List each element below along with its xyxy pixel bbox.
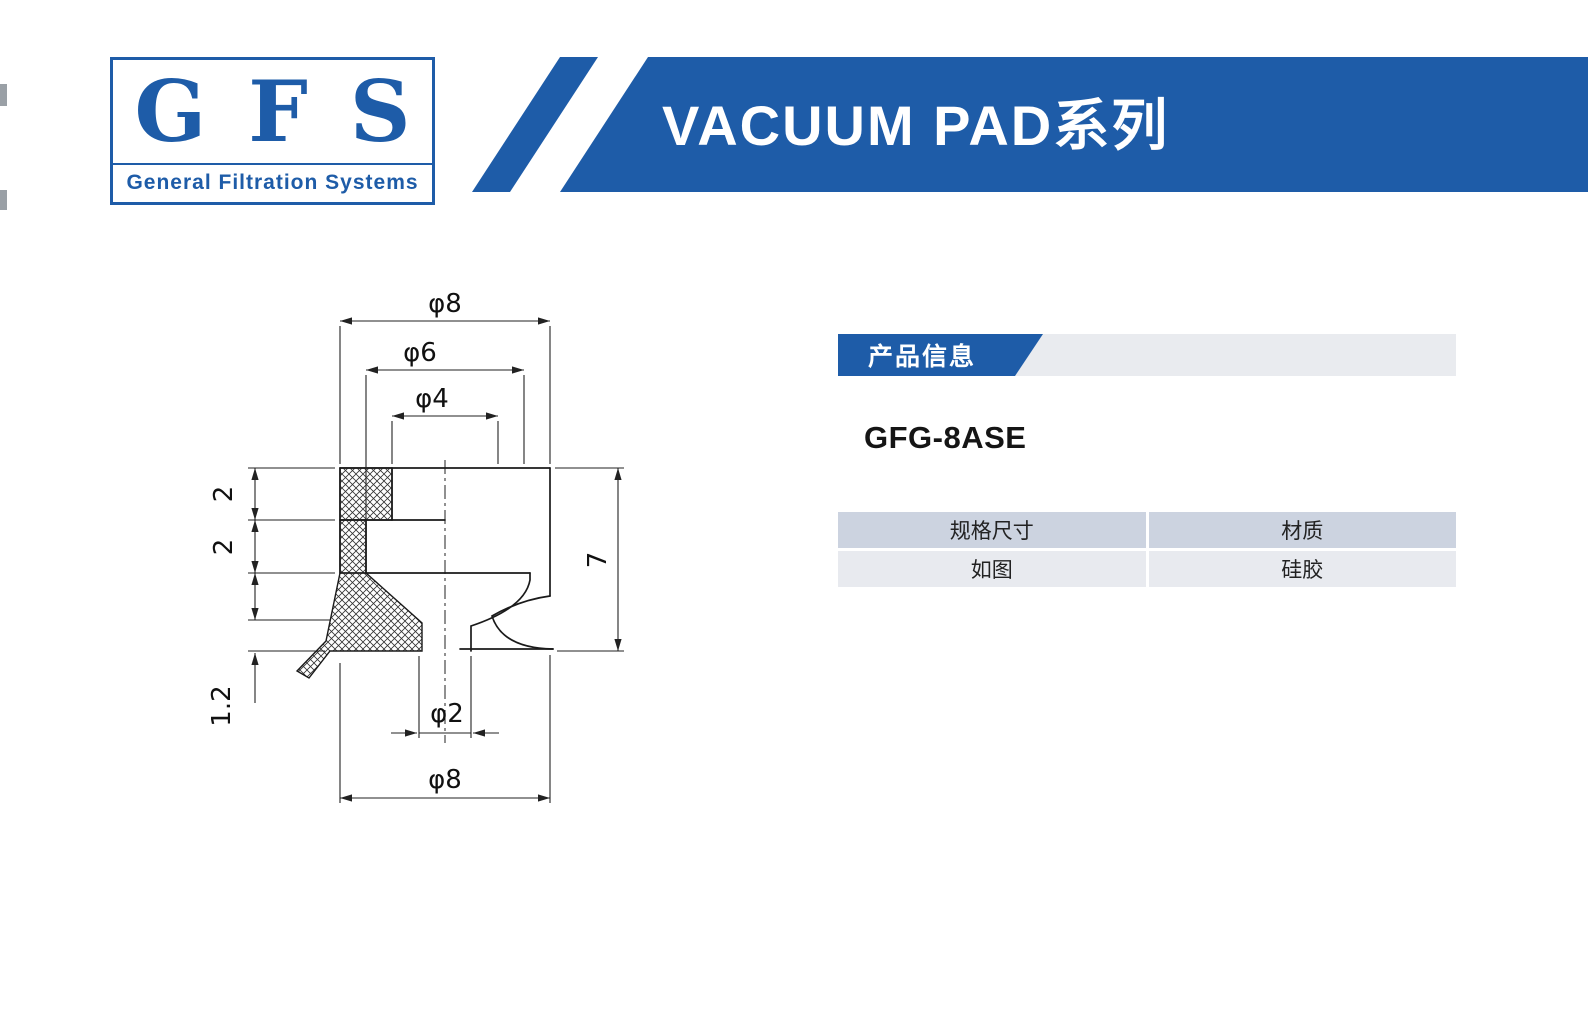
spec-header-material: 材质 [1148, 512, 1456, 548]
dim-label-lip-1-2: 1.2 [207, 685, 237, 726]
page-title: VACUUM PAD系列 [662, 94, 1170, 157]
dimension-total-height: 7 [555, 467, 624, 652]
page-edge-mark-bottom [0, 190, 7, 210]
dim-label-dia6: φ6 [403, 338, 437, 368]
banner-background [472, 57, 1588, 192]
dimension-bottom-outer-diameter: φ8 [339, 655, 551, 803]
dim-label-top-dia8: φ8 [428, 289, 462, 319]
dimension-mid-diameter: φ6 [365, 338, 525, 524]
dimension-bottom-hole: φ2 [391, 656, 499, 738]
dim-label-bottom-dia8: φ8 [428, 765, 462, 795]
logo-acronym: GFS [134, 61, 453, 161]
product-info-header-bar: 产品信息 [838, 334, 1456, 376]
spec-value-dimensions: 如图 [838, 551, 1146, 587]
spec-header-dimensions: 规格尺寸 [838, 512, 1146, 548]
technical-drawing: φ8 φ6 φ4 2 2 1.2 7 φ2 φ [207, 289, 624, 803]
dim-label-height-2a: 2 [209, 486, 239, 503]
banner-diagonal-stripe [472, 57, 598, 192]
product-info-flag: 产品信息 [838, 334, 1043, 376]
company-logo: GFS General Filtration Systems [110, 57, 435, 205]
banner-main-shape [560, 57, 1588, 192]
spec-table: 规格尺寸 材质 如图 硅胶 [838, 512, 1456, 587]
page-edge-mark-top [0, 84, 7, 106]
dimension-top-outer-diameter: φ8 [339, 289, 551, 464]
dim-label-dia2: φ2 [430, 699, 464, 729]
product-info-title: 产品信息 [868, 343, 977, 371]
dim-label-dia4: φ4 [415, 384, 449, 414]
product-model: GFG-8ASE [864, 420, 1027, 455]
spec-value-material: 硅胶 [1148, 551, 1456, 587]
dimension-inner-diameter: φ4 [391, 384, 499, 464]
dim-label-height-2b: 2 [209, 539, 239, 556]
dim-label-height-7: 7 [583, 552, 613, 569]
logo-subtitle: General Filtration Systems [113, 163, 432, 202]
dimension-left-height-chain: 2 2 1.2 [207, 467, 335, 727]
